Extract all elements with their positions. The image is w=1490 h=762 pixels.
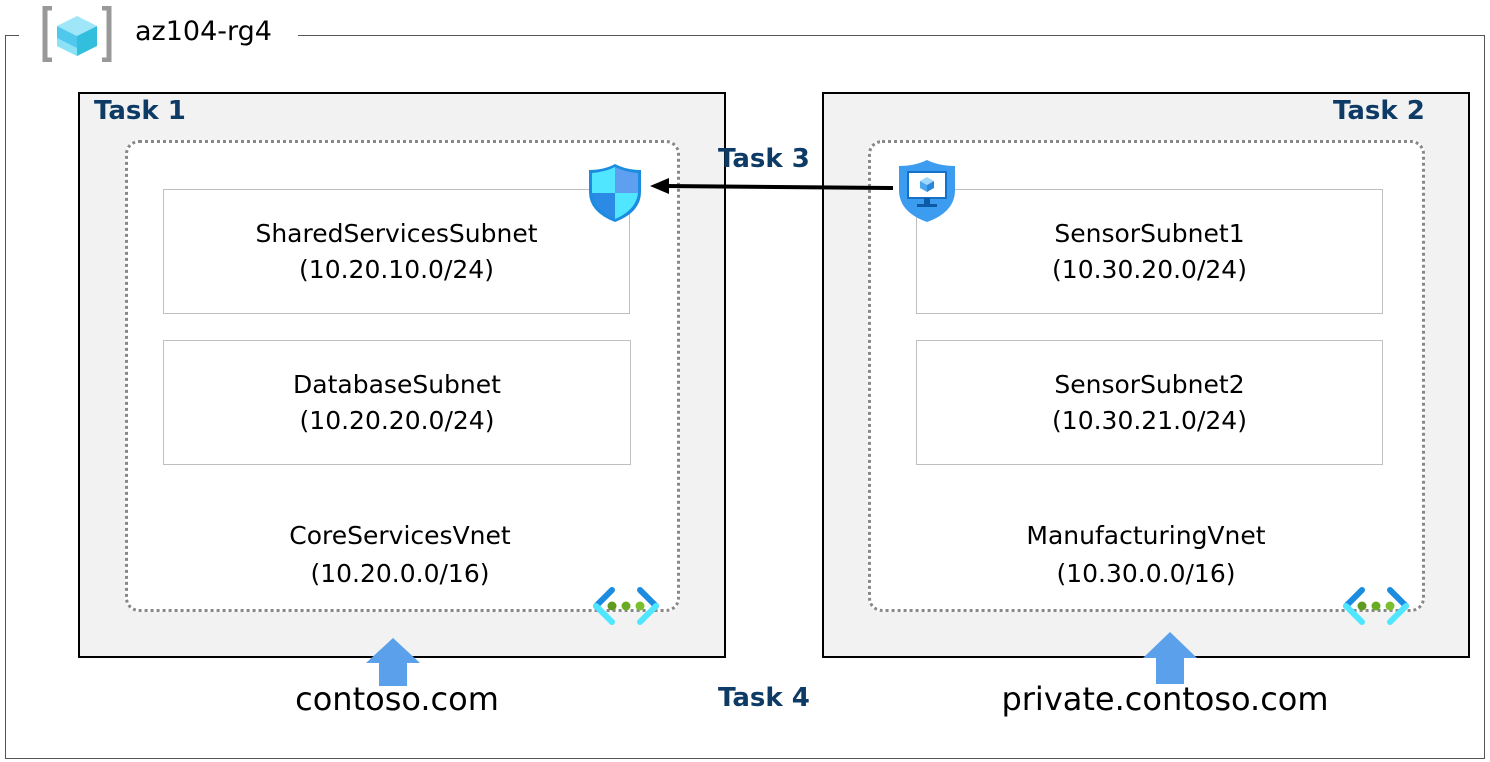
core-vnet-label: CoreServicesVnet (10.20.0.0/16) [200,517,600,593]
dns-link-arrow-icon [366,638,420,686]
vnet-name: ManufacturingVnet [1026,521,1266,550]
subnet-name: SensorSubnet1 [1054,218,1245,248]
subnet-database: DatabaseSubnet (10.20.20.0/24) [163,340,631,465]
vnet-cidr: (10.30.0.0/16) [1056,559,1236,588]
subnet-name: DatabaseSubnet [293,369,501,399]
task2-label: Task 2 [1333,96,1425,126]
rg-frame-bottom [5,758,1485,759]
subnet-cidr: (10.20.10.0/24) [299,254,494,284]
rg-frame-top-left [5,35,19,36]
task3-label: Task 3 [718,144,810,174]
dns-link-arrow-icon [1143,632,1197,684]
vnet-icon [1343,587,1409,625]
vnet-name: CoreServicesVnet [289,521,511,550]
task1-label: Task 1 [94,96,186,126]
subnet-cidr: (10.30.20.0/24) [1052,254,1247,284]
subnet-cidr: (10.30.21.0/24) [1052,405,1247,435]
resource-group-name: az104-rg4 [135,16,272,47]
manufacturing-vnet-label: ManufacturingVnet (10.30.0.0/16) [946,517,1346,593]
dns-zone-private-contoso: private.contoso.com [1001,680,1329,718]
nsg-shield-icon [589,164,641,222]
resource-group-icon [42,6,112,62]
subnet-name: SharedServicesSubnet [255,218,538,248]
vnet-cidr: (10.20.0.0/16) [310,559,490,588]
vm-shield-icon [899,160,955,222]
rg-frame-left [5,35,6,758]
task4-label: Task 4 [718,683,810,713]
subnet-cidr: (10.20.20.0/24) [299,405,495,435]
subnet-sensor2: SensorSubnet2 (10.30.21.0/24) [916,340,1383,465]
dns-zone-contoso: contoso.com [295,680,499,718]
subnet-shared-services: SharedServicesSubnet (10.20.10.0/24) [163,189,630,314]
subnet-sensor1: SensorSubnet1 (10.30.20.0/24) [916,189,1383,314]
peering-arrow [650,178,894,194]
rg-frame-top-right [298,35,1484,36]
vnet-icon [593,587,659,625]
rg-frame-right [1484,35,1485,758]
subnet-name: SensorSubnet2 [1054,369,1245,399]
